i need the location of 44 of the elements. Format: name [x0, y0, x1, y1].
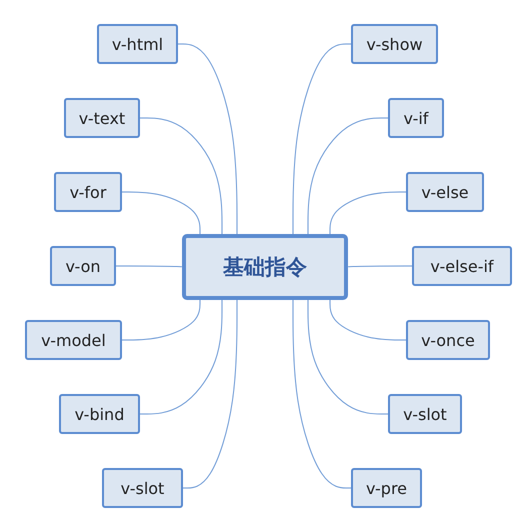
topic-label: v-else-if	[430, 256, 494, 276]
topic-label: v-html	[112, 34, 164, 54]
central-topic-text: 基础指令	[223, 254, 307, 281]
topic-label: v-for	[70, 182, 106, 202]
topic-box	[351, 24, 438, 64]
connector-line	[122, 300, 200, 340]
connector-line	[182, 300, 238, 488]
connector-line	[330, 192, 406, 234]
connector-line	[330, 300, 406, 340]
topic-box	[388, 394, 462, 434]
topic-label: v-on	[65, 256, 101, 276]
topic-box	[102, 468, 183, 508]
topic-box	[406, 320, 490, 360]
topic-label: v-pre	[366, 478, 408, 498]
topic-label: v-else	[421, 182, 469, 202]
topic-box	[412, 246, 512, 286]
topic-box	[54, 172, 122, 212]
central-topic-box	[182, 234, 348, 300]
topic-label: v-show	[366, 34, 423, 54]
topic-box	[97, 24, 178, 64]
connector-line	[140, 300, 222, 414]
connector-line	[308, 118, 388, 234]
topic-label: v-if	[404, 108, 428, 128]
topic-label: v-text	[78, 108, 126, 128]
topic-label: v-once	[421, 330, 475, 350]
topic-box	[351, 468, 422, 508]
connector-line	[292, 44, 352, 234]
topic-box	[50, 246, 116, 286]
topic-label: v-slot	[403, 404, 447, 424]
topic-box	[64, 98, 140, 138]
topic-label: v-model	[41, 330, 106, 350]
connector-line	[308, 300, 388, 414]
connector-line	[292, 300, 352, 488]
topic-label: v-slot	[120, 478, 164, 498]
connector-line	[178, 44, 238, 234]
connector-line	[122, 192, 200, 234]
connector-line	[116, 266, 182, 268]
connector-line	[140, 118, 222, 234]
topic-box	[59, 394, 140, 434]
topic-box	[406, 172, 484, 212]
topic-label: v-bind	[74, 404, 124, 424]
topic-box	[388, 98, 444, 138]
connector-line	[348, 266, 412, 268]
topic-box	[25, 320, 122, 360]
